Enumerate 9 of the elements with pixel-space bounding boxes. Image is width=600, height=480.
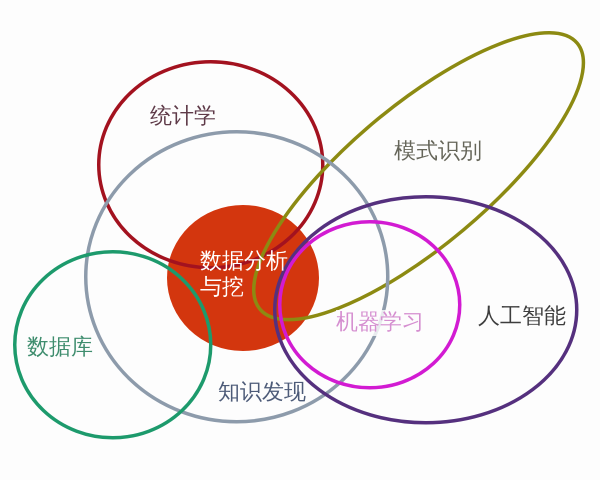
venn-label: 数据分析与挖: [200, 249, 289, 301]
filled-circle: [167, 205, 319, 351]
venn-circle: [97, 60, 325, 270]
venn-label: 统计学: [150, 104, 216, 130]
venn-label: 模式识别: [394, 138, 482, 165]
venn-label: 机器学习: [336, 310, 424, 336]
venn-label: 数据库: [27, 335, 93, 361]
venn-label: 人工智能: [478, 304, 566, 330]
venn-label: 知识发现: [218, 380, 306, 406]
